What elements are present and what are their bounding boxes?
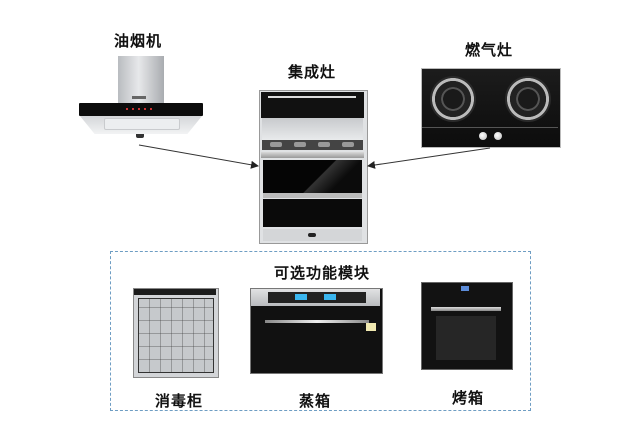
optional-modules-title: 可选功能模块: [274, 264, 371, 282]
steam-oven-label: 蒸箱: [299, 392, 332, 410]
integrated-stove-label: 集成灶: [288, 63, 337, 81]
disinfection-cabinet-label: 消毒柜: [155, 392, 204, 410]
arrow-hob-to-stove: [367, 147, 491, 169]
optional-modules-box: [110, 251, 531, 411]
arrow-hood-to-stove: [138, 144, 259, 169]
range-hood-label: 油烟机: [114, 32, 163, 50]
baking-oven-label: 烤箱: [452, 389, 485, 407]
gas-stove-label: 燃气灶: [465, 41, 514, 59]
